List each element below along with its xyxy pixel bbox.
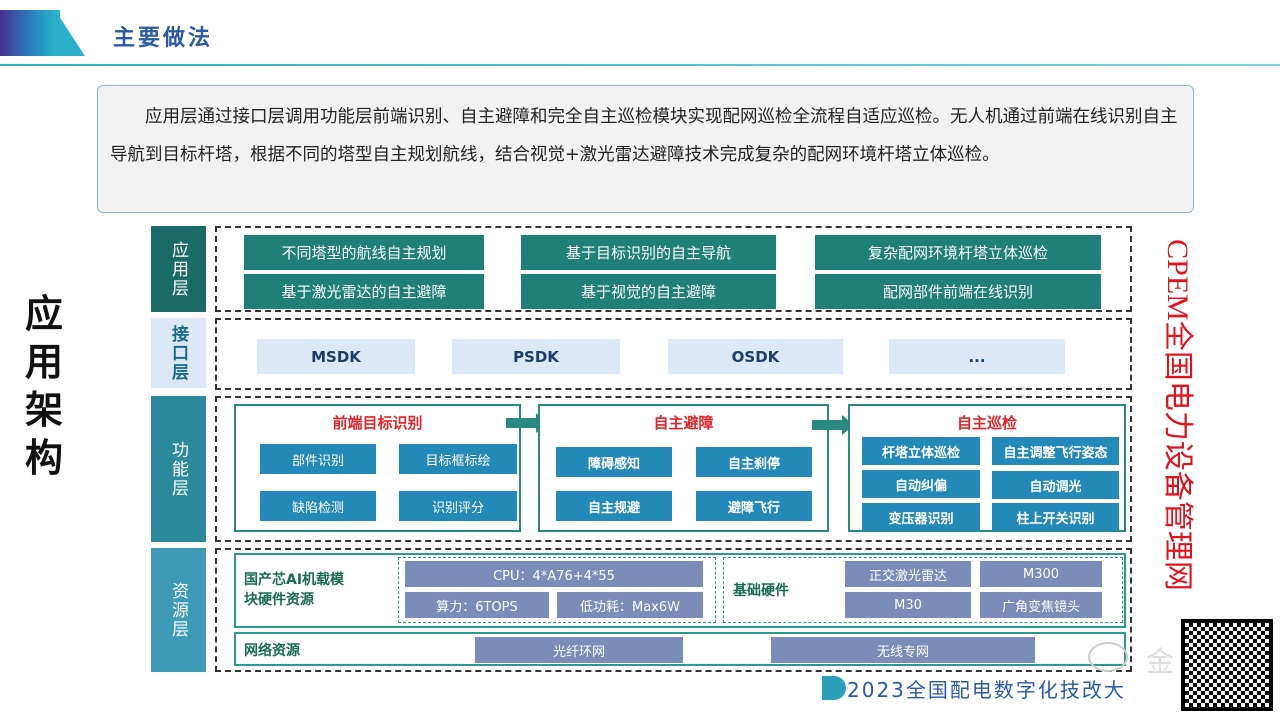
basic-hardware-label: 基础硬件	[733, 583, 789, 599]
footer-text: 2023全国配电数字化技改大	[847, 678, 1126, 702]
obstacle-avoidance-panel: 自主避障 障碍感知 自主刹停 自主规避 避障飞行	[538, 404, 829, 532]
function-item: 缺陷检测	[260, 491, 376, 521]
wechat-mark: 金	[1146, 645, 1175, 678]
app-item: 不同塔型的航线自主规划	[244, 235, 484, 270]
function-item: 柱上开关识别	[992, 503, 1119, 531]
svg-text:CPEM全国电力设备管理网: CPEM全国电力设备管理网	[1161, 239, 1194, 591]
hardware-resource-panel	[234, 553, 1126, 628]
panel-title: 前端目标识别	[332, 414, 423, 432]
app-item: 基于目标识别的自主导航	[521, 235, 776, 270]
network-label: 网络资源	[244, 643, 300, 659]
header-decoration	[0, 10, 60, 56]
function-item: 识别评分	[399, 491, 517, 521]
app-layer-frame	[215, 226, 1132, 312]
app-item: 基于视觉的自主避障	[521, 274, 776, 309]
app-item: 基于激光雷达的自主避障	[244, 274, 484, 309]
resource-item: CPU：4*A76+4*55	[405, 561, 703, 587]
page-title: 主要做法	[113, 26, 214, 51]
layer-label-function: 功能层	[151, 396, 206, 542]
function-item: 自动纠偏	[862, 470, 980, 498]
function-layer-frame	[215, 396, 1132, 542]
resource-item: 低功耗：Max6W	[557, 592, 703, 618]
function-item: 避障飞行	[696, 491, 812, 521]
arrow-icon	[506, 413, 548, 433]
sdk-psdk: PSDK	[452, 339, 620, 374]
sdk-more: ...	[889, 339, 1065, 374]
arrow-icon	[812, 415, 854, 435]
intro-text: 应用层通过接口层调用功能层前端识别、自主避障和完全自主巡检模块实现配网巡检全流程…	[97, 85, 1194, 213]
layer-label-app: 应用层	[151, 226, 206, 312]
ai-module-label: 国产芯AI机载模块硬件资源	[244, 572, 345, 608]
header-slant	[55, 10, 85, 56]
resource-item: 广角变焦镜头	[980, 592, 1102, 618]
sdk-msdk: MSDK	[257, 339, 415, 374]
function-item: 自主规避	[556, 491, 672, 521]
basic-hardware-group	[723, 557, 1123, 623]
function-item: 杆塔立体巡检	[862, 437, 980, 465]
footer-logo-icon	[822, 676, 846, 700]
resource-item: M300	[980, 561, 1102, 587]
function-item: 自动调光	[992, 471, 1119, 499]
resource-item: 无线专网	[771, 637, 1035, 663]
side-title: 应用架构	[24, 292, 63, 480]
autonomous-inspection-panel: 自主巡检 杆塔立体巡检 自主调整飞行姿态 自动纠偏 自动调光 变压器识别 柱上开…	[848, 404, 1126, 532]
function-item: 自主刹停	[696, 447, 812, 477]
resource-item: M30	[845, 592, 971, 618]
app-item: 配网部件前端在线识别	[815, 274, 1101, 309]
function-item: 障碍感知	[556, 447, 672, 477]
function-item: 自主调整飞行姿态	[992, 437, 1119, 465]
app-item: 复杂配网环境杆塔立体巡检	[815, 235, 1101, 270]
resource-item: 正交激光雷达	[845, 561, 971, 587]
panel-title: 自主避障	[653, 414, 714, 432]
layer-label-interface: 接口层	[151, 318, 206, 388]
watermark: CPEM全国电力设备管理网	[1161, 239, 1194, 591]
wechat-icon	[1088, 642, 1128, 672]
front-recognition-panel: 前端目标识别 部件识别 目标框标绘 缺陷检测 识别评分	[234, 404, 521, 532]
resource-layer-frame	[215, 548, 1132, 672]
interface-layer-frame	[215, 318, 1132, 390]
function-item: 部件识别	[260, 444, 376, 474]
layer-label-resource: 资源层	[151, 548, 206, 672]
ai-module-group	[398, 557, 716, 623]
resource-item: 算力：6TOPS	[405, 592, 549, 618]
sdk-osdk: OSDK	[668, 339, 843, 374]
function-item: 目标框标绘	[399, 444, 517, 474]
qr-code	[1181, 619, 1273, 711]
header-divider	[0, 64, 1280, 66]
resource-item: 光纤环网	[475, 637, 683, 663]
panel-title: 自主巡检	[956, 414, 1017, 432]
function-item: 变压器识别	[862, 503, 980, 531]
